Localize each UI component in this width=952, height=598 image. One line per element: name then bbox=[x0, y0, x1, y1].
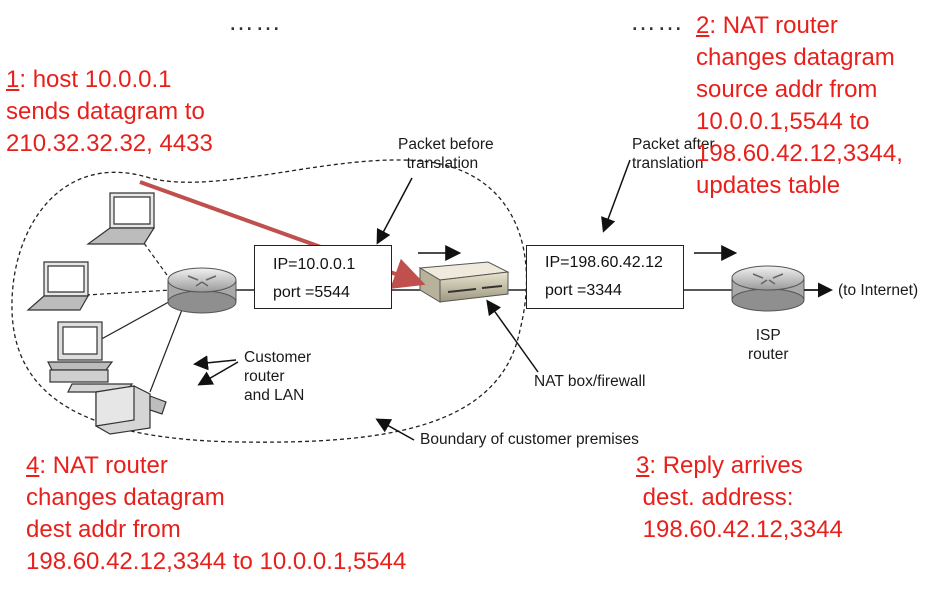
nat-box-icon bbox=[418, 261, 510, 303]
laptop-icon bbox=[86, 192, 156, 245]
step-3-text: : Reply arrives dest. address: 198.60.42… bbox=[642, 452, 843, 543]
customer-router-label: Customer router and LAN bbox=[244, 349, 312, 404]
packet-before-label: Packet before translation bbox=[398, 136, 494, 172]
step-4-number: 4 bbox=[26, 452, 40, 479]
boundary-label: Boundary of customer premises bbox=[420, 431, 639, 448]
ellipsis-right: …… bbox=[630, 6, 684, 36]
step-2-text: : NAT router changes datagram source add… bbox=[696, 12, 903, 199]
step-2-number: 2 bbox=[696, 12, 710, 39]
packet-after-box: IP=198.60.42.12 port =3344 bbox=[526, 245, 684, 309]
packet-after-label: Packet after translation bbox=[632, 136, 715, 172]
packet-before-box: IP=10.0.0.1 port =5544 bbox=[254, 245, 392, 309]
desktop-computer-icon bbox=[47, 321, 134, 393]
step-1-text: : host 10.0.0.1 sends datagram to 210.32… bbox=[6, 66, 213, 157]
step-4-annotation: 4: NAT router changes datagram dest addr… bbox=[26, 450, 406, 578]
packet-before-port: port =5544 bbox=[273, 284, 350, 301]
printer-icon bbox=[95, 385, 167, 435]
packet-before-ip: IP=10.0.0.1 bbox=[273, 256, 356, 273]
customer-router-icon bbox=[167, 267, 237, 314]
packet-after-port: port =3344 bbox=[545, 282, 622, 299]
to-internet-label: (to Internet) bbox=[838, 282, 919, 299]
customer-premises-boundary bbox=[11, 159, 528, 443]
isp-router-label: ISP router bbox=[748, 327, 789, 363]
step-1-number: 1 bbox=[6, 66, 20, 93]
ellipsis-left: …… bbox=[228, 6, 282, 36]
step-1-annotation: 1: host 10.0.0.1 sends datagram to 210.3… bbox=[6, 64, 213, 160]
nat-box-label: NAT box/firewall bbox=[534, 373, 646, 390]
step-2-annotation: 2: NAT router changes datagram source ad… bbox=[696, 10, 903, 202]
laptop-icon bbox=[26, 261, 90, 311]
step-3-number: 3 bbox=[636, 452, 650, 479]
isp-router-icon bbox=[731, 265, 805, 312]
step-4-text: : NAT router changes datagram dest addr … bbox=[26, 452, 407, 575]
step-3-annotation: 3: Reply arrives dest. address: 198.60.4… bbox=[636, 450, 843, 546]
packet-after-ip: IP=198.60.42.12 bbox=[545, 254, 663, 271]
